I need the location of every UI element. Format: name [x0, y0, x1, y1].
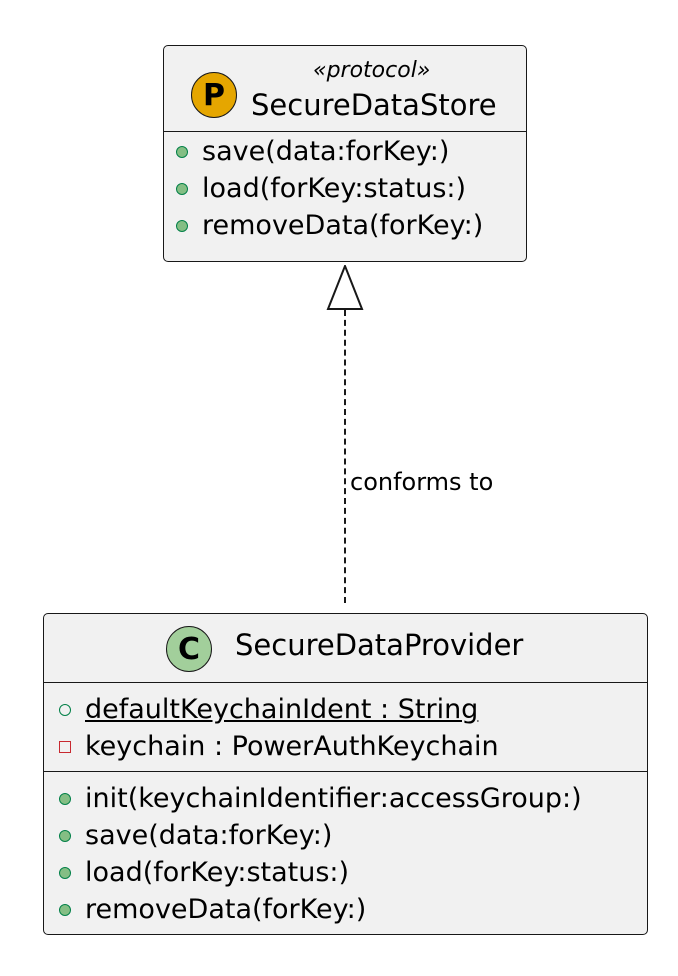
- realization-dashed-line: [344, 310, 346, 603]
- member-text: removeData(forKey:): [85, 894, 367, 925]
- public-visibility-icon: [59, 903, 71, 916]
- protocol-badge-icon: P: [191, 72, 237, 118]
- protocol-method-save: save(data:forKey:): [176, 133, 526, 170]
- member-text: removeData(forKey:): [202, 210, 484, 241]
- protocol-header: P «protocol» SecureDataStore: [164, 46, 526, 132]
- public-visibility-icon: [176, 145, 188, 158]
- class-field-default-keychain-ident: defaultKeychainIdent : String: [59, 691, 647, 728]
- member-text: init(keychainIdentifier:accessGroup:): [85, 783, 582, 814]
- class-method-remove-data: removeData(forKey:): [59, 891, 647, 928]
- member-text: keychain : PowerAuthKeychain: [85, 731, 499, 762]
- protocol-box-secure-data-store[interactable]: P «protocol» SecureDataStore save(data:f…: [163, 45, 527, 262]
- public-static-visibility-icon: [59, 703, 71, 716]
- public-visibility-icon: [176, 219, 188, 232]
- relation-label: conforms to: [350, 468, 494, 496]
- class-box-secure-data-provider[interactable]: C SecureDataProvider defaultKeychainIden…: [43, 613, 648, 935]
- class-badge-icon: C: [166, 626, 212, 672]
- public-visibility-icon: [59, 829, 71, 842]
- protocol-title: SecureDataStore: [251, 88, 497, 122]
- member-text: load(forKey:status:): [85, 857, 350, 888]
- class-method-save: save(data:forKey:): [59, 817, 647, 854]
- public-visibility-icon: [59, 792, 71, 805]
- class-methods: init(keychainIdentifier:accessGroup:) sa…: [44, 773, 647, 934]
- member-text: save(data:forKey:): [85, 820, 333, 851]
- protocol-methods: save(data:forKey:) load(forKey:status:) …: [164, 133, 526, 261]
- public-visibility-icon: [176, 182, 188, 195]
- member-text: save(data:forKey:): [202, 136, 450, 167]
- class-method-init: init(keychainIdentifier:accessGroup:): [59, 780, 647, 817]
- class-field-keychain: keychain : PowerAuthKeychain: [59, 728, 647, 765]
- protocol-method-remove-data: removeData(forKey:): [176, 207, 526, 244]
- public-visibility-icon: [59, 866, 71, 879]
- class-fields: defaultKeychainIdent : String keychain :…: [44, 684, 647, 772]
- class-title: SecureDataProvider: [235, 628, 524, 662]
- class-header: C SecureDataProvider: [44, 614, 647, 683]
- protocol-stereotype: «protocol»: [313, 58, 431, 83]
- private-visibility-icon: [59, 740, 71, 753]
- member-text: defaultKeychainIdent : String: [85, 694, 479, 725]
- member-text: load(forKey:status:): [202, 173, 467, 204]
- realization-arrowhead-icon: [326, 265, 364, 310]
- class-method-load: load(forKey:status:): [59, 854, 647, 891]
- protocol-method-load: load(forKey:status:): [176, 170, 526, 207]
